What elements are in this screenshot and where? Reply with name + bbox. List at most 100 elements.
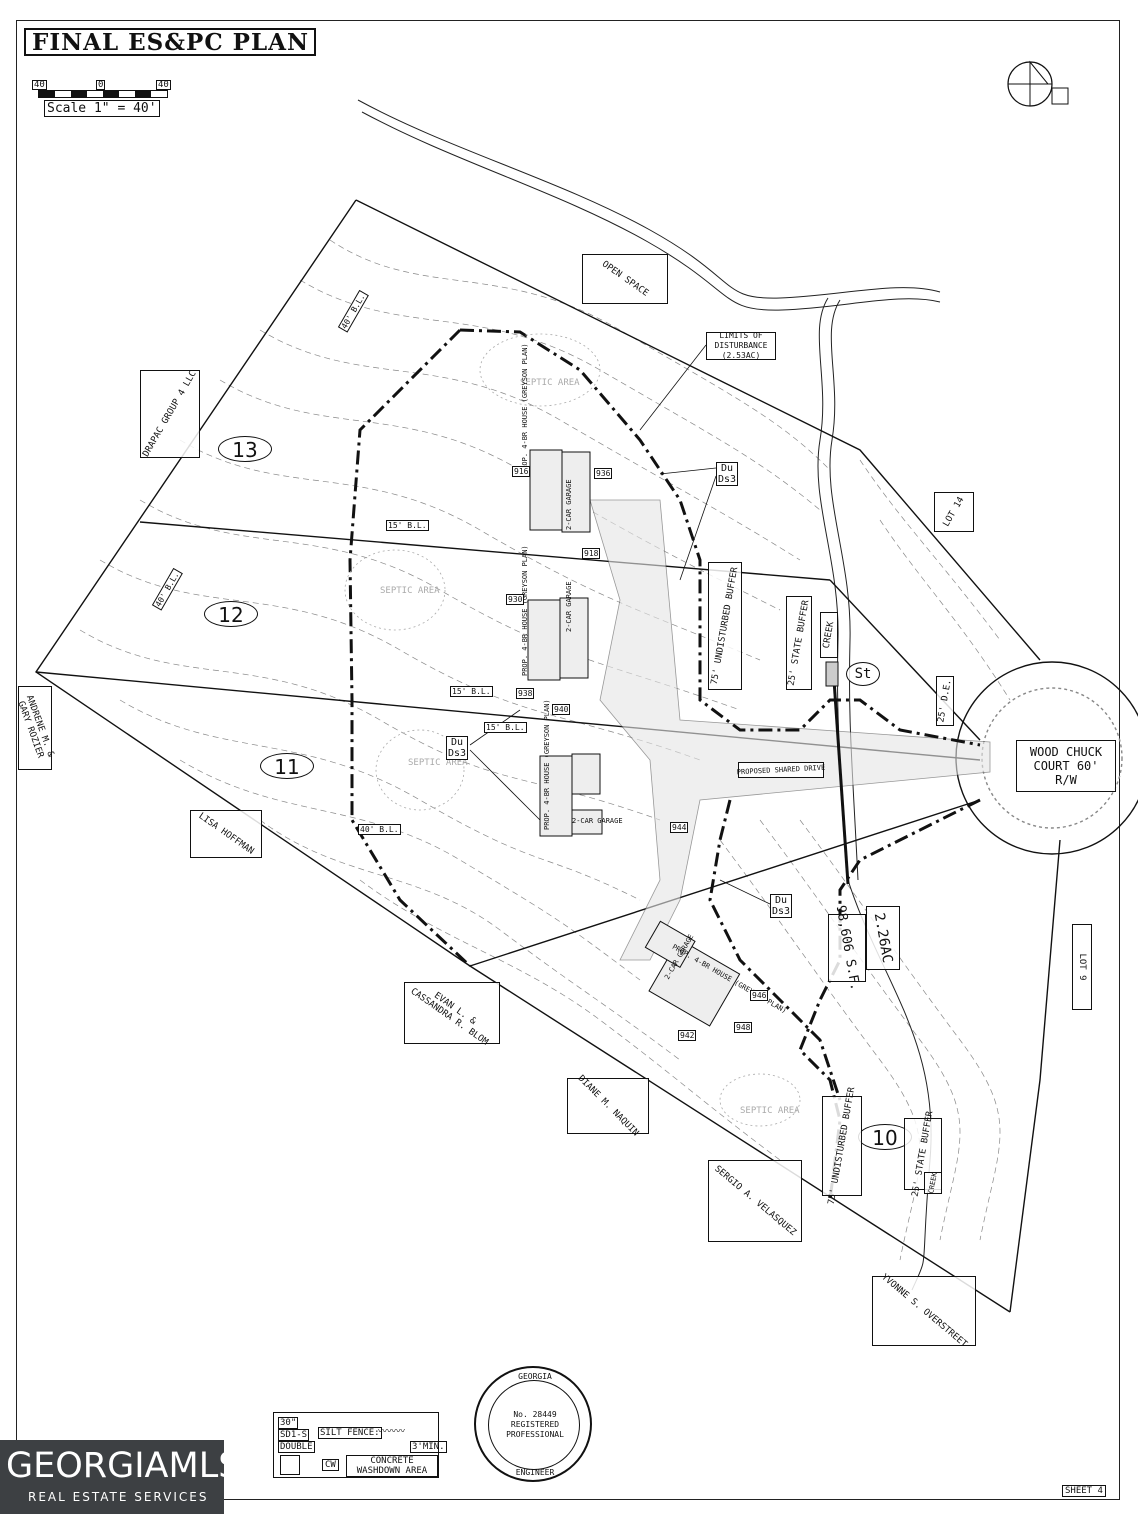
washdown-symbol (280, 1455, 300, 1475)
septic-label-12: SEPTIC AREA (380, 586, 440, 596)
owner-blom-label: EVAN L. & CASSANDRA R. BLOM (408, 986, 490, 1048)
lot-9-label: LOT 9 (1077, 953, 1087, 981)
scale-label: Scale 1" = 40' (44, 100, 160, 117)
scale-graphic (38, 90, 168, 98)
undisturbed-buffer-1-box: 75' UNDISTURBED BUFFER (708, 562, 742, 690)
owner-andrene-box: ANDRENE M. & GARY ROZIER (15, 686, 56, 770)
creek-1-label: CREEK (821, 620, 837, 650)
legend-cw: CW (322, 1459, 339, 1471)
acreage-box: 2.26AC (866, 906, 900, 970)
lot-11-label: 11 (260, 753, 314, 779)
legend-sd: SD1-S (278, 1429, 310, 1441)
seal-top-text: GEORGIA (518, 1372, 552, 1381)
house-13-label: PROP. 4-BR HOUSE (GREYSON PLAN) (521, 343, 529, 474)
elevation-tag: 918 (582, 548, 601, 559)
elevation-tag: 942 (678, 1030, 697, 1041)
garage-13-label: 2-CAR GARAGE (565, 479, 573, 530)
de-box: 25' D.E. (936, 676, 954, 726)
ds3-label-3: Ds3 (772, 906, 791, 917)
sqft-box: 98,606 S.F. (828, 904, 866, 992)
elevation-tag: 940 (552, 704, 571, 715)
shared-drive-box: PROPOSED SHARED DRIVE (736, 762, 826, 778)
undisturbed-buffer-1-label: 75' UNDISTURBED BUFFER (709, 566, 741, 686)
drawing-sheet-border (16, 20, 1120, 1500)
owner-overstreet-label: YVONNE S. OVERSTREET (879, 1272, 969, 1350)
owner-overstreet-box: YVONNE S. OVERSTREET (872, 1272, 976, 1350)
scale-tick-left: 40 (32, 80, 47, 90)
state-buffer-1-box: 25' STATE BUFFER (786, 596, 812, 690)
owner-drapac-box: DRAPAC GROUP 4 LLC (140, 369, 200, 459)
garage-12-label: 2-CAR GARAGE (565, 581, 573, 632)
elevation-tag: 938 (516, 688, 535, 699)
septic-label-10: SEPTIC AREA (740, 1106, 800, 1116)
lot-14-label: LOT 14 (941, 495, 967, 529)
legend-min: 3'MIN. (410, 1441, 447, 1453)
creek-1-box: CREEK (820, 612, 838, 658)
legend-double: DOUBLE (278, 1441, 315, 1453)
ds3-label-2: Ds3 (448, 748, 467, 759)
acreage-label: 2.26AC (870, 911, 896, 965)
structure-marker (825, 661, 839, 687)
ds3-label-1: Ds3 (718, 474, 737, 485)
owner-hoffman-label: LISA HOFFMAN (196, 811, 256, 857)
bl-label-40-11: 40' B.L. (358, 824, 401, 835)
georgia-mls-logo: GEORGIAMLS REAL ESTATE SERVICES (0, 1440, 240, 1514)
limits-label: LIMITS OF DISTURBANCE (2.53AC) (714, 331, 768, 360)
de-label: 25' D.E. (936, 678, 954, 724)
leader-lines (469, 344, 771, 905)
brand-tagline: REAL ESTATE SERVICES (28, 1490, 209, 1504)
shared-drive-label: PROPOSED SHARED DRIVE (736, 763, 826, 777)
st-symbol: St (846, 662, 880, 686)
house-11-label: PROP. 4-BR HOUSE (GREYSON PLAN) (543, 699, 551, 830)
house-footprints (527, 449, 741, 1027)
owner-drapac-label: DRAPAC GROUP 4 LLC (141, 369, 199, 459)
elevation-tag: 930 (506, 594, 525, 605)
du-ds3-marker-2: Du Ds3 (446, 736, 469, 760)
owner-velasquez-label: SERGIO A. VELASQUEZ (712, 1164, 798, 1238)
lot-14-box: LOT 14 (934, 492, 974, 532)
seal-role: PROFESSIONAL (506, 1430, 564, 1439)
du-ds3-marker-3: Du Ds3 (770, 894, 793, 918)
bl-label-11: 15' B.L. (484, 722, 527, 733)
limits-box: LIMITS OF DISTURBANCE (2.53AC) (706, 331, 776, 360)
du-label-2: Du (451, 737, 464, 748)
owner-naquin-box: DIANE M. NAQUIN (567, 1074, 649, 1138)
elevation-tag: 916 (512, 466, 531, 477)
elevation-tag: 948 (734, 1022, 753, 1033)
bl-label-13: 15' B.L. (386, 520, 429, 531)
elevation-tag: 936 (594, 468, 613, 479)
open-space-box: OPEN SPACE (582, 254, 668, 304)
owner-velasquez-box: SERGIO A. VELASQUEZ (708, 1160, 802, 1242)
sqft-label: 98,606 S.F. (832, 904, 863, 992)
legend-size: 30" (278, 1417, 299, 1429)
owner-blom-box: EVAN L. & CASSANDRA R. BLOM (404, 982, 500, 1048)
scale-tick-center: 0 (96, 80, 106, 90)
du-label-3: Du (775, 895, 788, 906)
du-ds3-marker-1: Du Ds3 (716, 462, 739, 486)
court-label: WOOD CHUCK COURT 60' R/W (1029, 745, 1103, 787)
plan-title: FINAL ES&PC PLAN (24, 28, 316, 56)
undisturbed-buffer-2-box: 75' UNDISTURBED BUFFER (822, 1086, 862, 1206)
silt-fence-symbol: 〰〰〰 (378, 1427, 406, 1437)
legend-box: 30" SD1-S DOUBLE SILT FENCE: 〰〰〰 3'MIN. … (273, 1412, 447, 1478)
sheet-number: SHEET 4 (1062, 1485, 1106, 1497)
undisturbed-buffer-2-label: 75' UNDISTURBED BUFFER (826, 1086, 858, 1206)
state-buffer-1-label: 25' STATE BUFFER (786, 599, 812, 687)
owner-andrene-label: ANDRENE M. & GARY ROZIER (15, 694, 56, 760)
seal-number: No. 28449 (513, 1410, 557, 1419)
elevation-tag: 946 (750, 990, 769, 1001)
lot-9-box: LOT 9 (1072, 924, 1092, 1010)
legend-silt: SILT FENCE: (318, 1427, 382, 1439)
engineer-seal: GEORGIA No. 28449 REGISTERED PROFESSIONA… (474, 1366, 592, 1482)
pipe-line (832, 679, 850, 885)
north-arrow-icon (1007, 60, 1069, 107)
septic-label-13: SEPTIC AREA (520, 378, 580, 388)
seal-name: REGISTERED (510, 1420, 560, 1429)
owner-hoffman-box: LISA HOFFMAN (190, 810, 262, 858)
creek-2-label: CREEK (927, 1171, 939, 1195)
scale-tick-right: 40 (156, 80, 171, 90)
court-box: WOOD CHUCK COURT 60' R/W (1016, 740, 1116, 792)
owner-naquin-label: DIANE M. NAQUIN (575, 1073, 641, 1139)
lot-10-label: 10 (858, 1124, 912, 1150)
